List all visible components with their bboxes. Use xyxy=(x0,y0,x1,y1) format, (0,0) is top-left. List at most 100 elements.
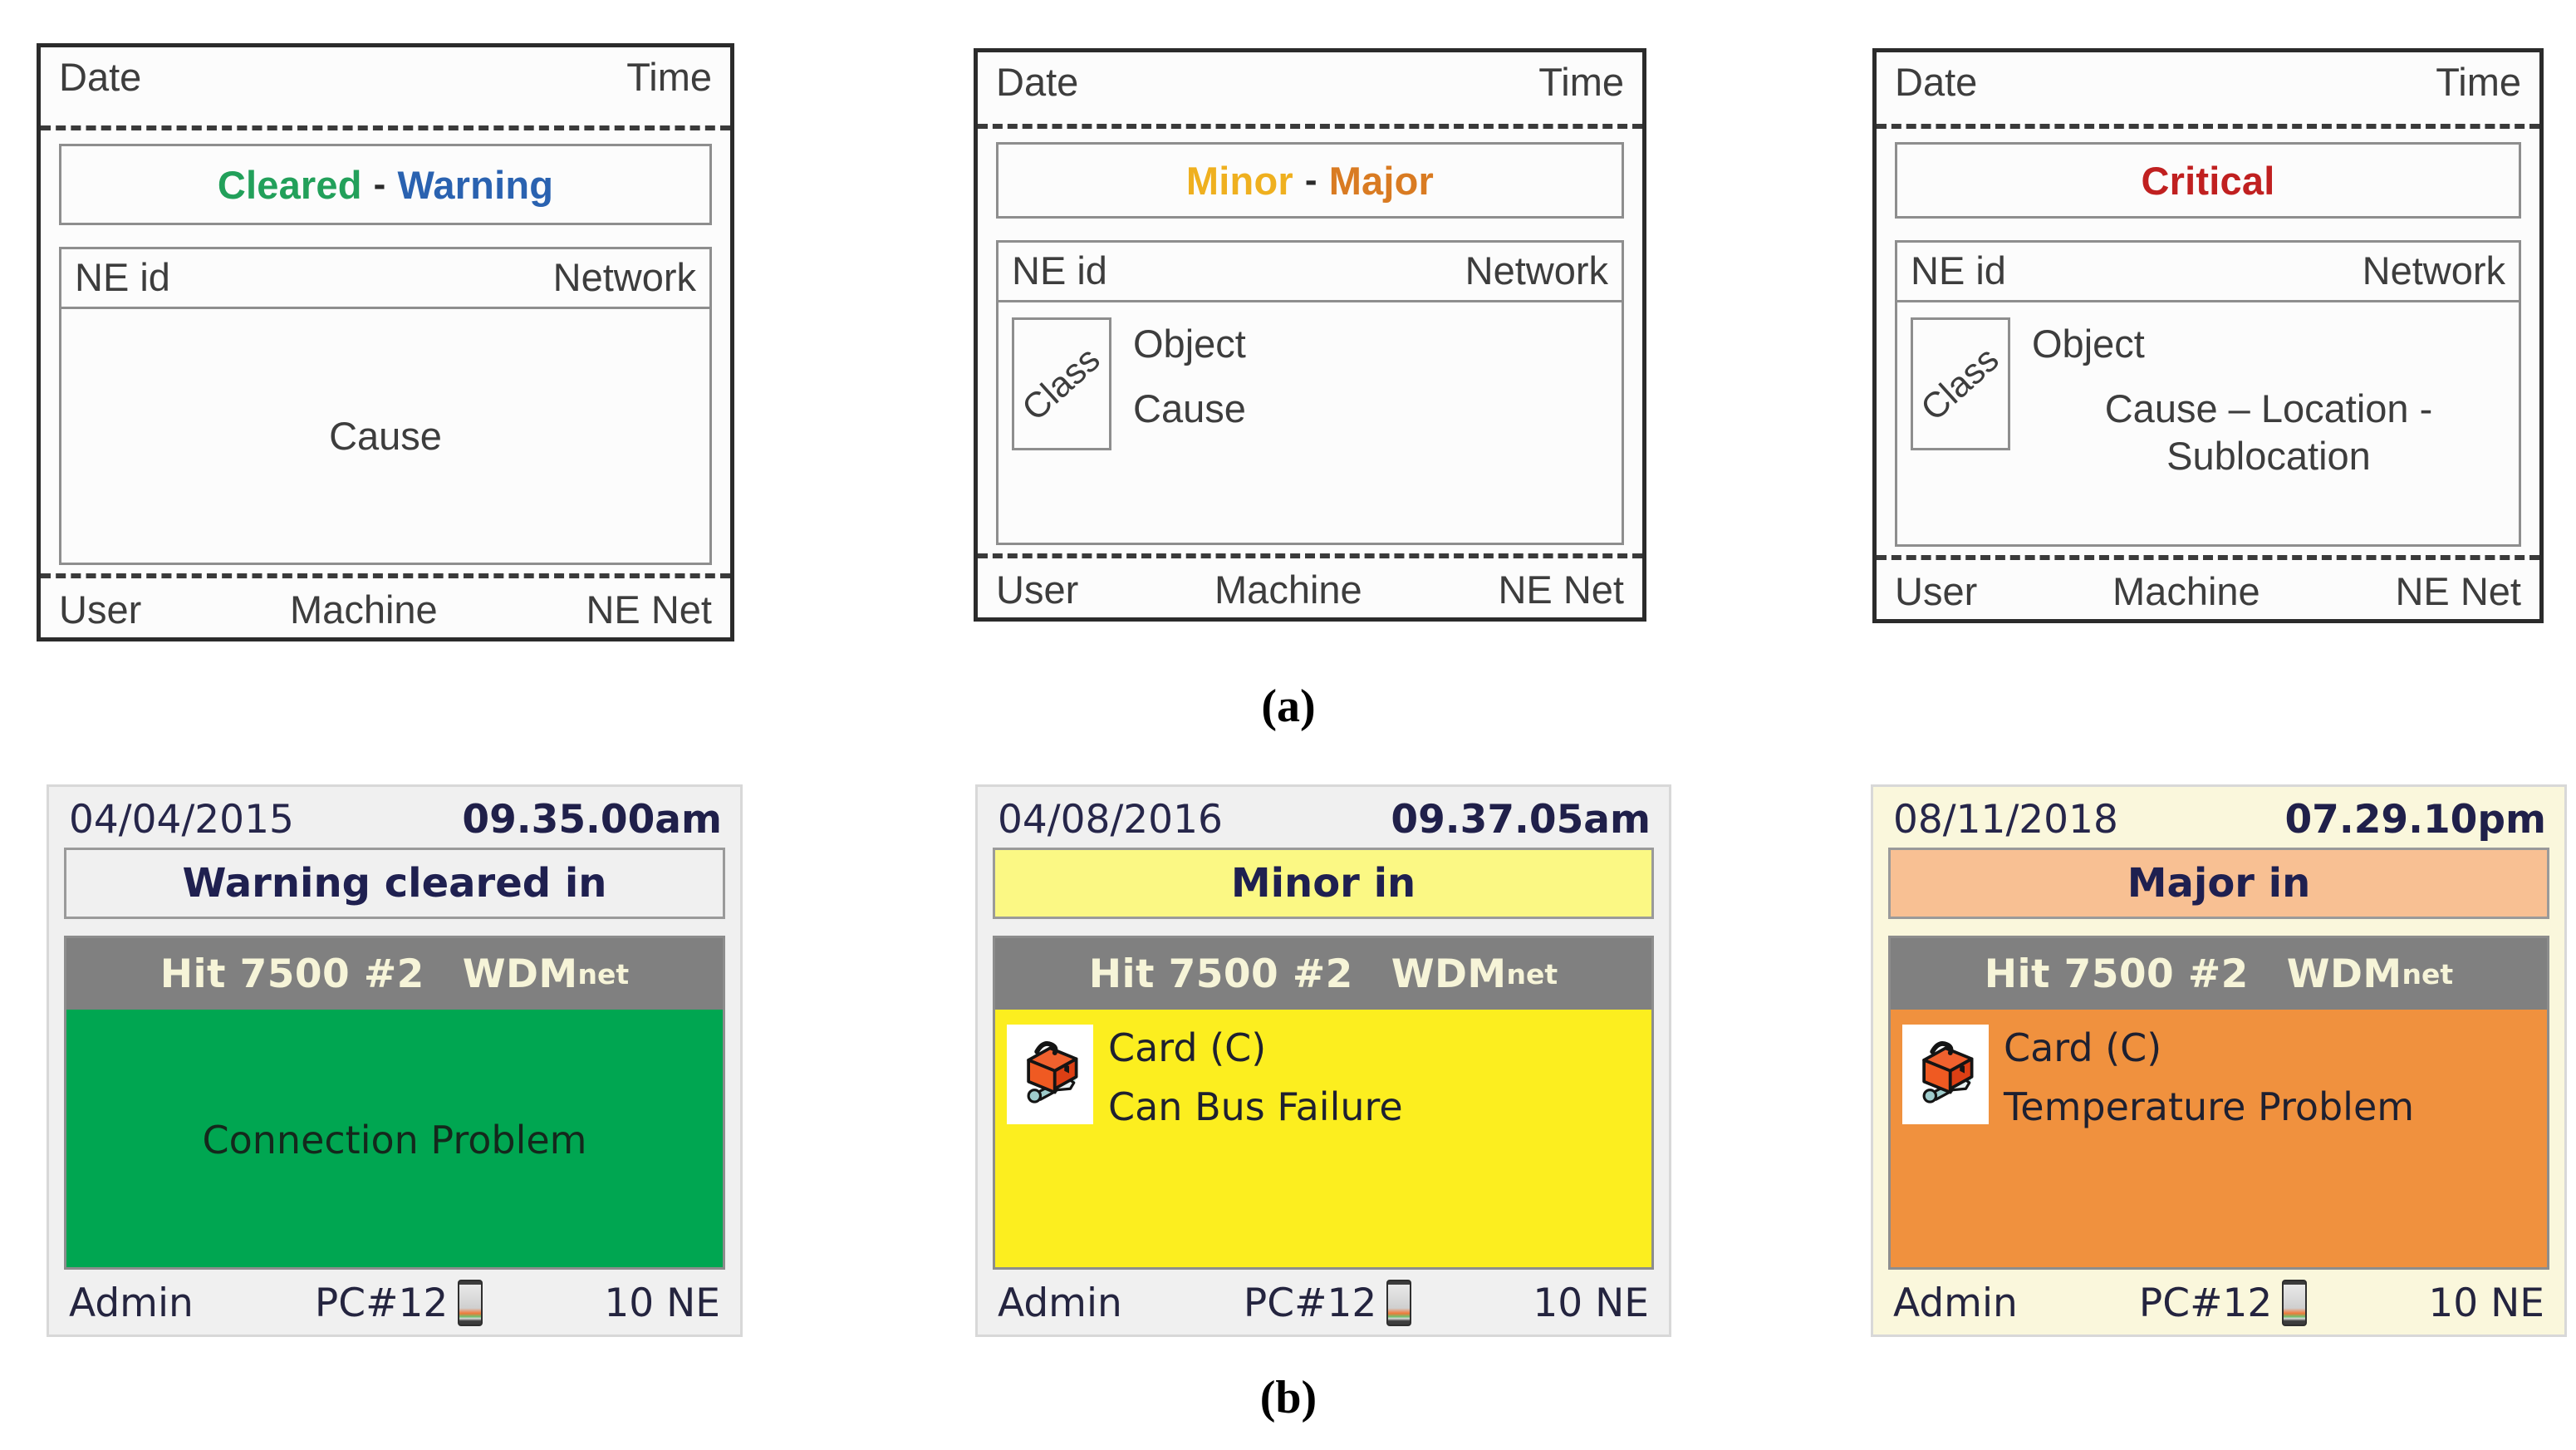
alarm-object: Card (C) xyxy=(1108,1025,1267,1070)
object-label: Object xyxy=(1133,322,1246,366)
machine-name: PC#12 xyxy=(314,1280,449,1326)
date-label: Date xyxy=(1895,60,1978,104)
network-name: WDM xyxy=(1391,951,1507,997)
user-label: User xyxy=(59,587,142,632)
phone-icon xyxy=(2282,1280,2308,1326)
ne-net-label: NE Net xyxy=(586,587,712,632)
machine-group: PC#12 xyxy=(315,1280,483,1326)
severity-banner-label: Warning cleared in xyxy=(182,860,607,907)
severity-banner: Major in xyxy=(1888,848,2549,919)
severity-banner: Minor in xyxy=(993,848,1654,919)
caption-a: (a) xyxy=(1261,681,1316,732)
object-box: NE id Network Cause xyxy=(59,247,712,565)
machine-name: PC#12 xyxy=(1243,1280,1377,1326)
class-label: Class xyxy=(1913,338,2007,429)
card-header: 04/08/2016 09.37.05am xyxy=(991,795,1656,846)
schematic-footer: User Machine NE Net xyxy=(41,573,730,637)
object-lines: Object Cause xyxy=(1133,317,1608,433)
schematic-body: Cleared - Warning NE id Network Cause xyxy=(41,130,730,573)
time-label: Time xyxy=(626,55,712,99)
card-footer: Admin PC#12 10 NE xyxy=(991,1270,1656,1328)
machine-label: Machine xyxy=(2112,569,2260,613)
card-header: 08/11/2018 07.29.10pm xyxy=(1887,795,2551,846)
ne-line: NE id Network xyxy=(61,249,709,309)
class-box: Class xyxy=(1911,317,2010,450)
alarm-date: 08/11/2018 xyxy=(1893,797,2118,843)
severity-label-critical: Critical xyxy=(2141,158,2275,203)
severity-banner-label: Minor in xyxy=(1230,860,1416,907)
ne-line: NE id Network xyxy=(999,243,1622,302)
severity-box: Cleared - Warning xyxy=(59,144,712,225)
severity-banner: Warning cleared in xyxy=(64,848,725,919)
schematic-footer: User Machine NE Net xyxy=(1877,555,2539,619)
alarm-time: 07.29.10pm xyxy=(2284,797,2546,843)
severity-label-minor: Minor xyxy=(1185,158,1293,203)
class-label: Class xyxy=(1014,338,1108,429)
ne-name: Hit 7500 #2 xyxy=(1984,951,2249,997)
alarm-date: 04/08/2016 xyxy=(998,797,1223,843)
alarm-cause: Connection Problem xyxy=(202,1118,587,1162)
alarm-object: Card (C) xyxy=(2004,1025,2162,1070)
network-name-sub: net xyxy=(577,957,630,990)
machine-group: PC#12 xyxy=(1243,1280,1412,1326)
network-name-sub: net xyxy=(2402,957,2454,990)
severity-box: Critical xyxy=(1895,142,2521,219)
schematic-body: Critical NE id Network Class Object Caus… xyxy=(1877,129,2539,555)
ne-id-label: NE id xyxy=(1012,248,1107,292)
severity-box: Minor - Major xyxy=(996,142,1624,219)
severity-label-major: Major xyxy=(1328,158,1435,203)
card-footer: Admin PC#12 10 NE xyxy=(1887,1270,2551,1328)
alarm-time: 09.35.00am xyxy=(462,797,722,843)
object-lines: Object Cause – Location - Sublocation xyxy=(2032,317,2505,479)
alarm-card-warning-cleared[interactable]: 04/04/2015 09.35.00am Warning cleared in… xyxy=(47,784,743,1337)
ne-id-label: NE id xyxy=(1911,248,2006,292)
alarm-card-major[interactable]: 08/11/2018 07.29.10pm Major in Hit 7500 … xyxy=(1871,784,2567,1337)
alarm-cause-area: Card (C) Temperature Problem xyxy=(1891,1010,2547,1267)
toolbox-wrench-icon xyxy=(1902,1025,1989,1124)
alarm-cause-area: Connection Problem xyxy=(66,1010,723,1267)
alarm-card-minor[interactable]: 04/08/2016 09.37.05am Minor in Hit 7500 … xyxy=(975,784,1671,1337)
user-name: Admin xyxy=(1893,1280,2018,1326)
schematic-panel-cleared-warning: Date Time Cleared - Warning NE id Networ… xyxy=(37,43,734,641)
severity-banner-label: Major in xyxy=(2127,860,2311,907)
alarm-cause-area: Card (C) Can Bus Failure xyxy=(995,1010,1651,1267)
phone-icon xyxy=(458,1280,483,1326)
schematic-footer: User Machine NE Net xyxy=(978,553,1642,617)
severity-separator: - xyxy=(1304,160,1317,200)
alarm-date: 04/04/2015 xyxy=(69,797,294,843)
time-label: Time xyxy=(1538,60,1624,104)
card-header: 04/04/2015 09.35.00am xyxy=(62,795,727,846)
schematic-body: Minor - Major NE id Network Class Object… xyxy=(978,129,1642,553)
schematic-panel-critical: Date Time Critical NE id Network Class O… xyxy=(1872,48,2544,623)
alarm-time: 09.37.05am xyxy=(1391,797,1651,843)
network-name-sub: net xyxy=(1506,957,1558,990)
object-inner: Class Object Cause xyxy=(999,302,1622,543)
machine-label: Machine xyxy=(290,587,438,632)
alarm-cause: Can Bus Failure xyxy=(1108,1084,1403,1129)
ne-net-label: NE Net xyxy=(1498,568,1624,612)
machine-name: PC#12 xyxy=(2138,1280,2273,1326)
alarm-cause: Temperature Problem xyxy=(2004,1084,2415,1129)
machine-label: Machine xyxy=(1214,568,1362,612)
schematic-header: Date Time xyxy=(1877,52,2539,129)
schematic-panel-minor-major: Date Time Minor - Major NE id Network Cl… xyxy=(974,48,1646,622)
alarm-text-group: Card (C) Temperature Problem xyxy=(2004,1025,2535,1129)
phone-icon xyxy=(1386,1280,1412,1326)
object-label: Object xyxy=(2032,322,2145,366)
severity-label-cleared: Cleared xyxy=(217,162,362,207)
ne-id-label: NE id xyxy=(75,255,170,299)
ne-count: 10 NE xyxy=(1533,1280,1649,1326)
toolbox-wrench-icon xyxy=(1007,1025,1093,1124)
object-box: NE id Network Class Object Cause xyxy=(996,240,1624,545)
ne-count: 10 NE xyxy=(604,1280,720,1326)
network-name: WDM xyxy=(2286,951,2402,997)
schematic-header: Date Time xyxy=(41,47,730,130)
network-name: WDM xyxy=(462,951,578,997)
